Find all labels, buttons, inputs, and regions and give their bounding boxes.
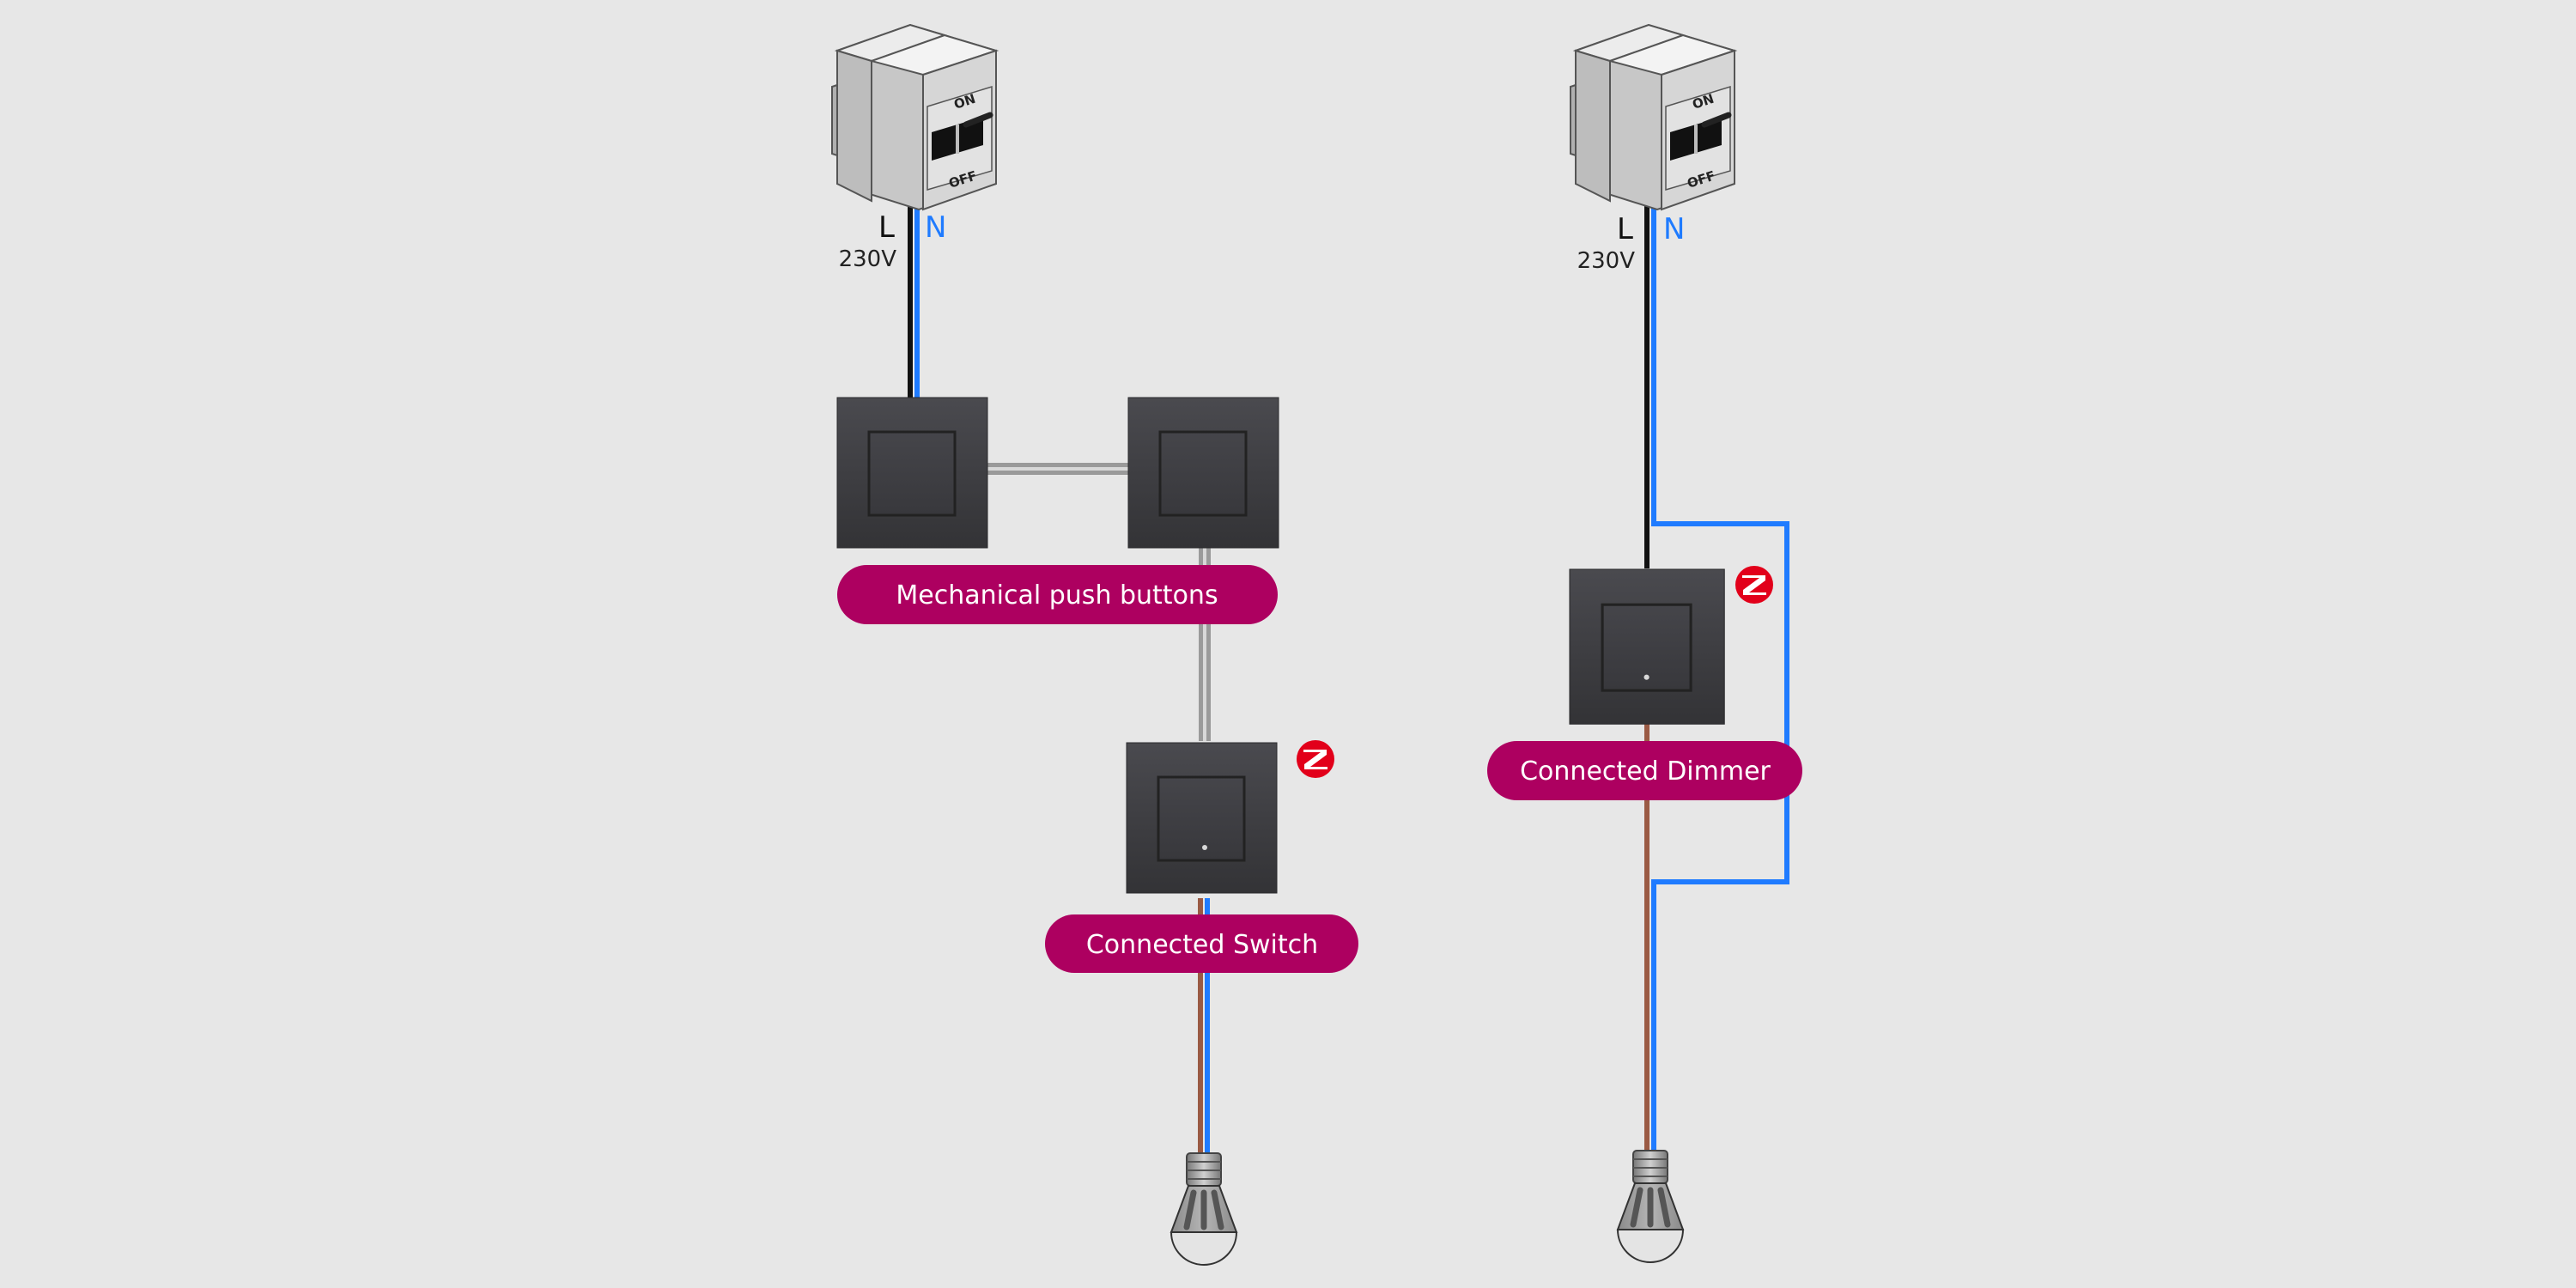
voltage-label: 230V (839, 246, 897, 272)
neutral-wire (1651, 202, 1789, 1153)
svg-text:Connected Dimmer: Connected Dimmer (1520, 756, 1771, 787)
connected-dimmer-label: Connected Dimmer (1487, 741, 1802, 800)
neutral-label: N (925, 210, 946, 245)
zigbee-icon (1735, 566, 1773, 604)
live-label: L (1617, 212, 1633, 246)
connected-switch[interactable] (1125, 741, 1279, 895)
light-bulb-icon (1618, 1151, 1683, 1262)
status-led (1202, 845, 1207, 850)
mechanical-push-buttons-label: Mechanical push buttons (837, 565, 1278, 624)
neutral-label: N (1663, 212, 1685, 246)
voltage-label: 230V (1577, 248, 1636, 274)
connected-dimmer-circuit: ON OFF L N 230V Connected Dimmer (1487, 25, 1802, 1262)
circuit-breaker: ON OFF (832, 25, 996, 210)
mechanical-push-button-1[interactable] (835, 396, 989, 550)
svg-text:Mechanical push buttons: Mechanical push buttons (896, 580, 1218, 611)
light-bulb-icon (1171, 1153, 1236, 1265)
zigbee-icon (1297, 740, 1334, 778)
svg-text:Connected Switch: Connected Switch (1086, 930, 1318, 960)
mechanical-push-button-2[interactable] (1127, 396, 1280, 550)
live-label: L (878, 210, 895, 245)
connected-switch-circuit: ON OFF L N 230V Mechanical push buttons … (832, 25, 1358, 1265)
circuit-breaker: ON OFF (1571, 25, 1735, 210)
status-led (1643, 674, 1649, 680)
connected-dimmer[interactable] (1568, 568, 1726, 726)
connected-switch-label: Connected Switch (1045, 914, 1358, 973)
